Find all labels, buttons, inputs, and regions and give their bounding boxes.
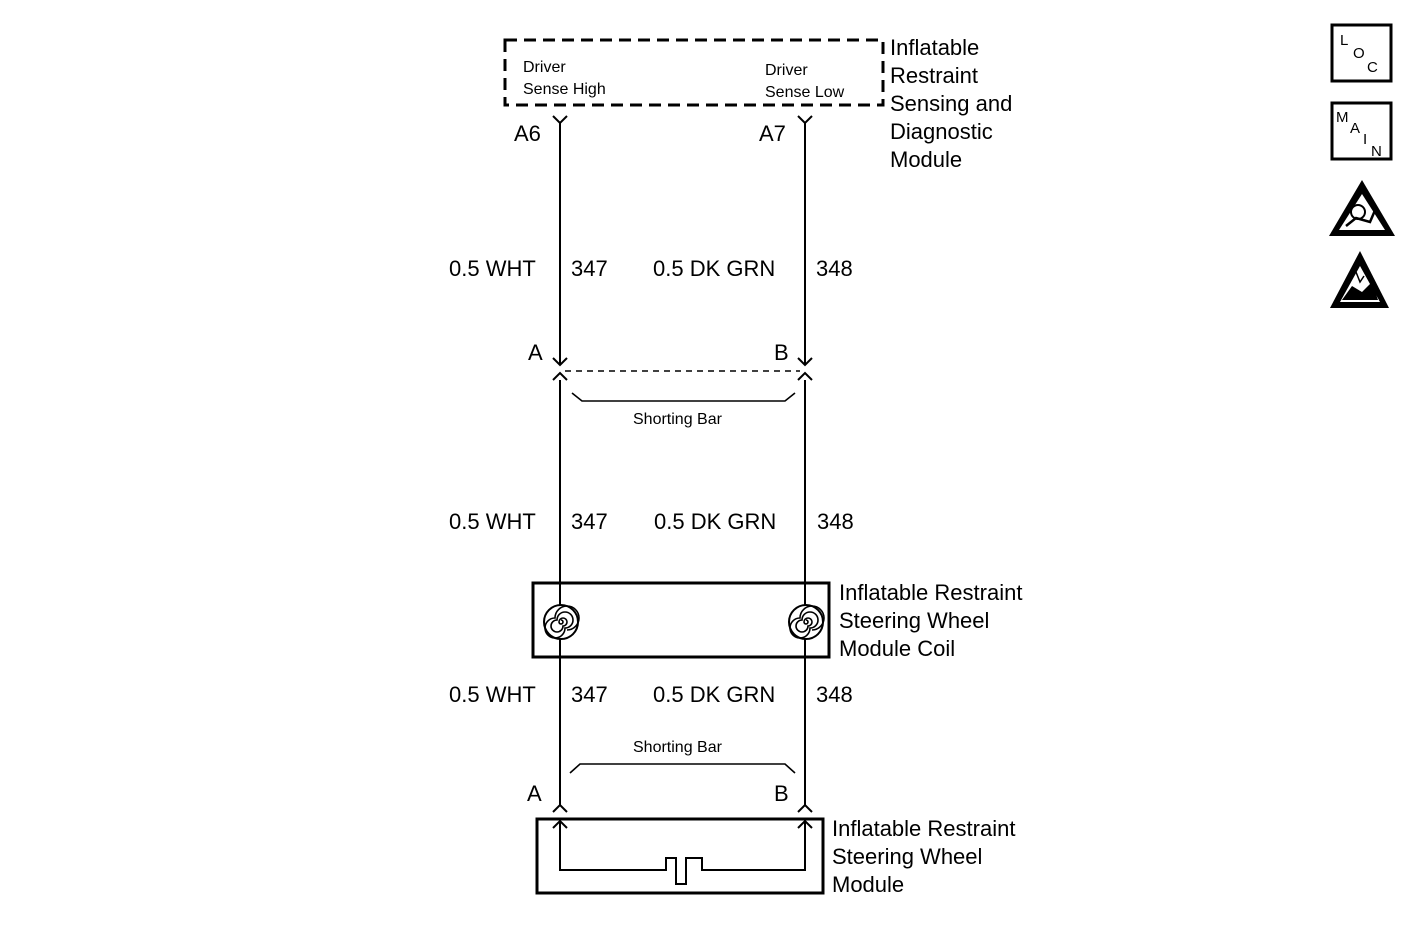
steering-wheel-module: Inflatable Restraint Steering Wheel Modu… (535, 816, 1015, 897)
connector-lower: Shorting Bar A B (527, 739, 813, 813)
connector-a-male (552, 357, 568, 367)
shorting-bar-label: Shorting Bar (633, 411, 723, 428)
module-title-line-3: Sensing and (890, 91, 1012, 116)
wire-color-right: 0.5 DK GRN (654, 509, 776, 534)
connector-pin-b: B (774, 340, 789, 365)
left-sense-line-2: Sense High (523, 81, 606, 98)
connector-pin-a: A (527, 781, 542, 806)
steering-wheel-module-coil: Inflatable Restraint Steering Wheel Modu… (531, 580, 1022, 661)
sensing-diagnostic-module: Driver Sense High Driver Sense Low Infla… (503, 35, 1012, 172)
connector-b-female (797, 371, 813, 381)
pin-a6-label: A6 (514, 121, 541, 146)
steering-module-title-line-3: Module (832, 872, 904, 897)
main-letter-m: M (1336, 109, 1349, 126)
wire-color-right: 0.5 DK GRN (653, 256, 775, 281)
connector-pin-a: A (528, 340, 543, 365)
right-sense-line-1: Driver (765, 62, 808, 79)
coil-title-line-2: Steering Wheel (839, 608, 989, 633)
wire-color-left: 0.5 WHT (449, 682, 536, 707)
steering-module-box (535, 817, 825, 895)
shorting-bar-bracket (571, 392, 796, 402)
main-letter-a: A (1350, 120, 1360, 137)
connector-upper: A B Shorting Bar (528, 340, 813, 428)
pin-a7-label: A7 (759, 121, 786, 146)
main-letter-n: N (1371, 143, 1382, 160)
wire-label-row-3: 0.5 WHT 347 0.5 DK GRN 348 (449, 682, 853, 707)
circuit-number-left: 347 (571, 509, 608, 534)
connector-pin-b: B (774, 781, 789, 806)
module-title-line-2: Restraint (890, 63, 978, 88)
wire-label-row-1: 0.5 WHT 347 0.5 DK GRN 348 (449, 256, 853, 281)
loc-icon[interactable]: L O C (1330, 23, 1393, 83)
wire-label-row-2: 0.5 WHT 347 0.5 DK GRN 348 (449, 509, 854, 534)
pin-a7-terminal (797, 115, 813, 125)
circuit-number-left: 347 (571, 256, 608, 281)
module-title-line-1: Inflatable (890, 35, 979, 60)
connector-a-female (552, 371, 568, 381)
module-title-line-4: Diagnostic (890, 119, 993, 144)
coil-box (531, 581, 831, 659)
loc-letter-c: C (1367, 59, 1378, 76)
inflator-squib-icon (559, 821, 806, 885)
loc-letter-l: L (1340, 32, 1348, 49)
coil-title-line-1: Inflatable Restraint (839, 580, 1022, 605)
wire-color-right: 0.5 DK GRN (653, 682, 775, 707)
shorting-bar-bracket (569, 763, 796, 774)
left-sense-line-1: Driver (523, 59, 566, 76)
circuit-number-right: 348 (817, 509, 854, 534)
connector-b-terminal (797, 803, 813, 813)
module-title-line-5: Module (890, 147, 962, 172)
connector-b-male (797, 357, 813, 367)
steering-module-title-line-1: Inflatable Restraint (832, 816, 1015, 841)
coil-spiral-left-icon (543, 604, 580, 640)
wire-color-left: 0.5 WHT (449, 256, 536, 281)
steering-module-title-line-2: Steering Wheel (832, 844, 982, 869)
circuit-number-right: 348 (816, 256, 853, 281)
airbag-warning-icon (1329, 180, 1395, 236)
wire-color-left: 0.5 WHT (449, 509, 536, 534)
main-icon[interactable]: M A I N (1330, 101, 1393, 161)
circuit-number-left: 347 (571, 682, 608, 707)
coil-spiral-right-icon (788, 604, 825, 640)
circuit-number-right: 348 (816, 682, 853, 707)
right-sense-line-2: Sense Low (765, 84, 845, 101)
esd-warning-icon (1330, 251, 1389, 308)
main-letter-i: I (1363, 131, 1367, 148)
shorting-bar-label: Shorting Bar (633, 739, 723, 756)
module-dashed-box (503, 38, 885, 107)
coil-title-line-3: Module Coil (839, 636, 955, 661)
loc-letter-o: O (1353, 45, 1365, 62)
pin-a6-terminal (552, 115, 568, 125)
connector-a-terminal (552, 803, 568, 813)
